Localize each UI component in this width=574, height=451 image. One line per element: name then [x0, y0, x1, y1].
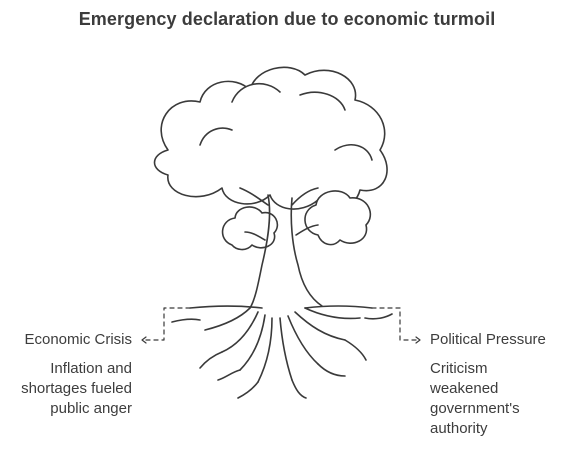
left-arrow-icon — [141, 336, 147, 344]
left-connector — [145, 307, 191, 341]
right-arrow-icon — [415, 336, 421, 344]
connector-lines — [145, 307, 417, 341]
tree-trunk — [239, 187, 323, 309]
tree-roots — [171, 305, 393, 399]
economic-crisis-description: Inflation and shortages fueled public an… — [21, 360, 132, 417]
tree-canopy — [153, 66, 388, 251]
political-pressure-label: Political Pressure — [430, 331, 546, 348]
connector-arrows — [141, 336, 421, 344]
right-connector — [371, 307, 417, 341]
diagram-title: Emergency declaration due to economic tu… — [78, 9, 496, 29]
political-pressure-description: Criticism weakened government's authorit… — [430, 360, 520, 437]
economic-crisis-label: Economic Crisis — [24, 331, 132, 348]
